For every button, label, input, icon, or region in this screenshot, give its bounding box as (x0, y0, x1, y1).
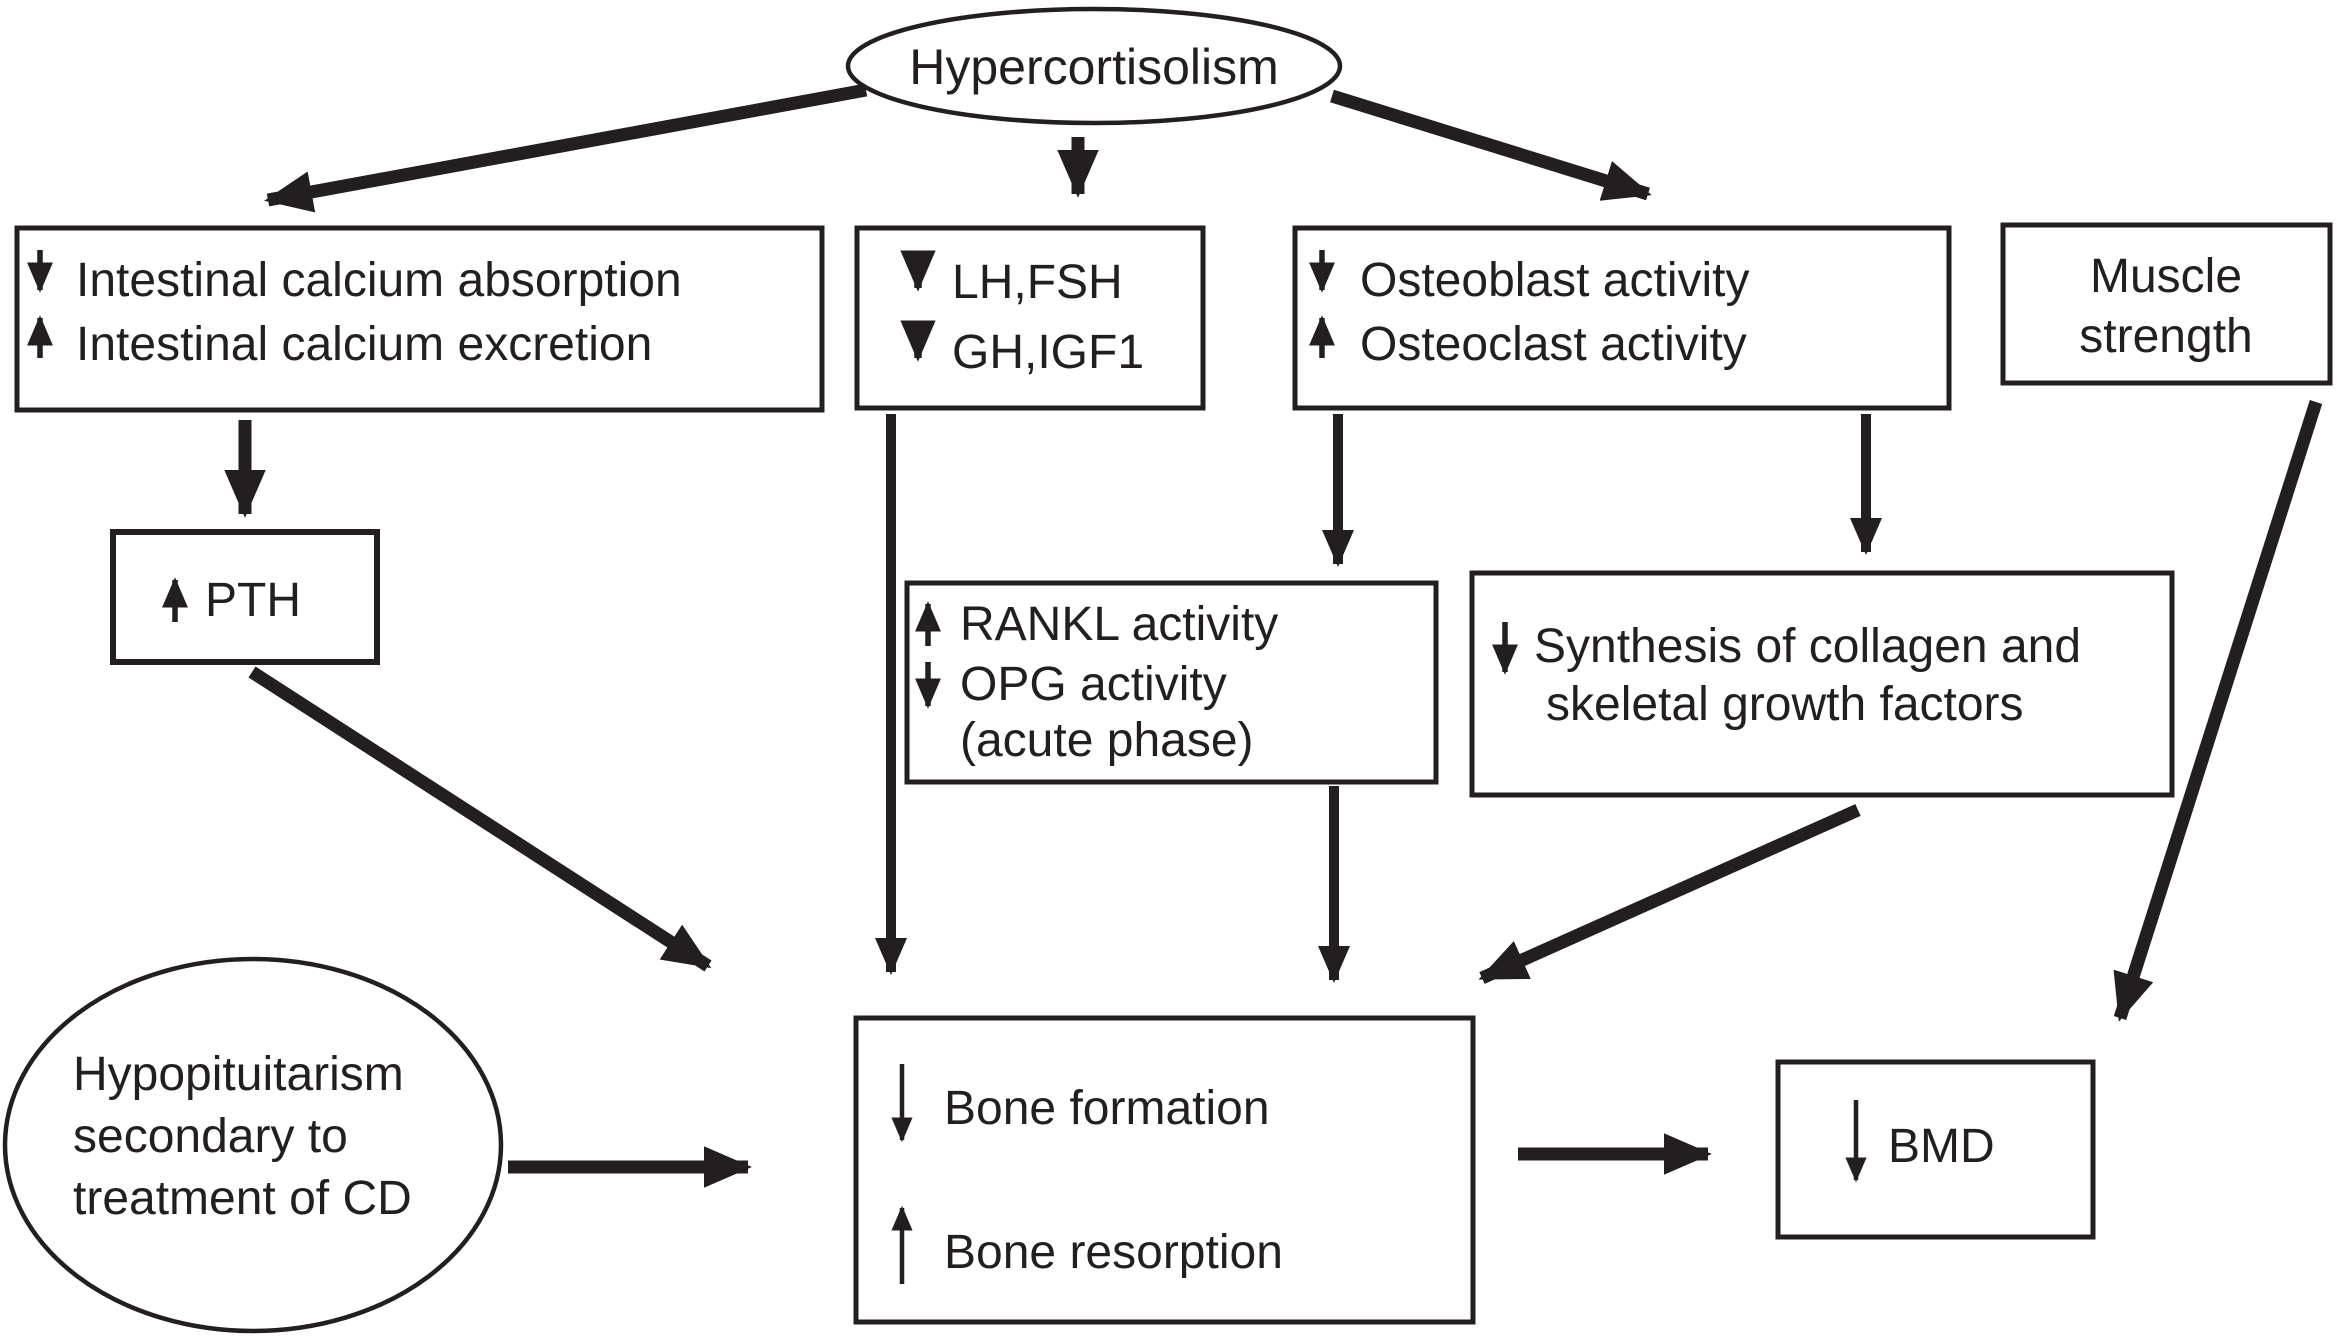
node-synthesis: Synthesis of collagen and skeletal growt… (1469, 570, 2175, 798)
muscle-line2: strength (2079, 310, 2252, 363)
hypopituitarism-line2: secondary to (73, 1110, 348, 1163)
rankl-line2: OPG activity (960, 658, 1227, 711)
bone-line2: Bone resorption (944, 1226, 1283, 1279)
muscle-line1: Muscle (2090, 250, 2242, 303)
synthesis-box (1469, 570, 2175, 798)
node-muscle: Muscle strength (2000, 222, 2333, 386)
synthesis-line2: skeletal growth factors (1546, 678, 2024, 731)
node-osteoblast: Osteoblast activity Osteoclast activity (1292, 225, 1952, 411)
calcium-box (14, 225, 825, 413)
edge-hypercortisolism-to-osteoblast (1330, 89, 1652, 201)
node-rankl: RANKL activity OPG activity (acute phase… (904, 580, 1439, 785)
osteoblast-line2: Osteoclast activity (1360, 318, 1747, 371)
edge-muscle-to-bmd (2113, 400, 2323, 1022)
gonadotropin-box (854, 225, 1206, 411)
gonadotropin-line1: LH,FSH (952, 256, 1123, 309)
bmd-box (1775, 1059, 2096, 1240)
node-hypercortisolism: Hypercortisolism (845, 6, 1343, 126)
pth-line1: PTH (205, 574, 301, 627)
calcium-line1: Intestinal calcium absorption (76, 254, 682, 307)
node-pth: PTH (110, 529, 380, 665)
pth-box (110, 529, 380, 665)
rankl-box (904, 580, 1439, 785)
hypopituitarism-line3: treatment of CD (73, 1172, 412, 1225)
node-bmd: BMD (1775, 1059, 2096, 1240)
bone-line1: Bone formation (944, 1082, 1270, 1135)
osteoblast-line1: Osteoblast activity (1360, 254, 1749, 307)
hypercortisolism-label: Hypercortisolism (909, 39, 1279, 95)
calcium-line2: Intestinal calcium excretion (76, 318, 652, 371)
gonadotropin-line2: GH,IGF1 (952, 326, 1144, 379)
edge-hypercortisolism-to-calcium (264, 83, 868, 213)
node-calcium: Intestinal calcium absorption Intestinal… (14, 225, 825, 413)
node-hypopituitarism: Hypopituitarism secondary to treatment o… (2, 956, 504, 1334)
rankl-line1: RANKL activity (960, 598, 1278, 651)
node-bone: Bone formation Bone resorption (853, 1015, 1476, 1325)
muscle-box (2000, 222, 2333, 386)
hypercortisolism-shape (845, 6, 1343, 126)
osteoblast-box (1292, 225, 1952, 411)
edge-pth-to-bone (248, 666, 712, 972)
hypopituitarism-shape (2, 956, 504, 1334)
hypopituitarism-line1: Hypopituitarism (73, 1048, 404, 1101)
bmd-line1: BMD (1888, 1120, 1995, 1173)
synthesis-line1: Synthesis of collagen and (1534, 620, 2081, 673)
rankl-line3: (acute phase) (960, 714, 1254, 767)
bone-box (853, 1015, 1476, 1325)
node-gonadotropin: LH,FSH GH,IGF1 (854, 225, 1206, 411)
edge-synthesis-to-bone (1478, 804, 1861, 984)
